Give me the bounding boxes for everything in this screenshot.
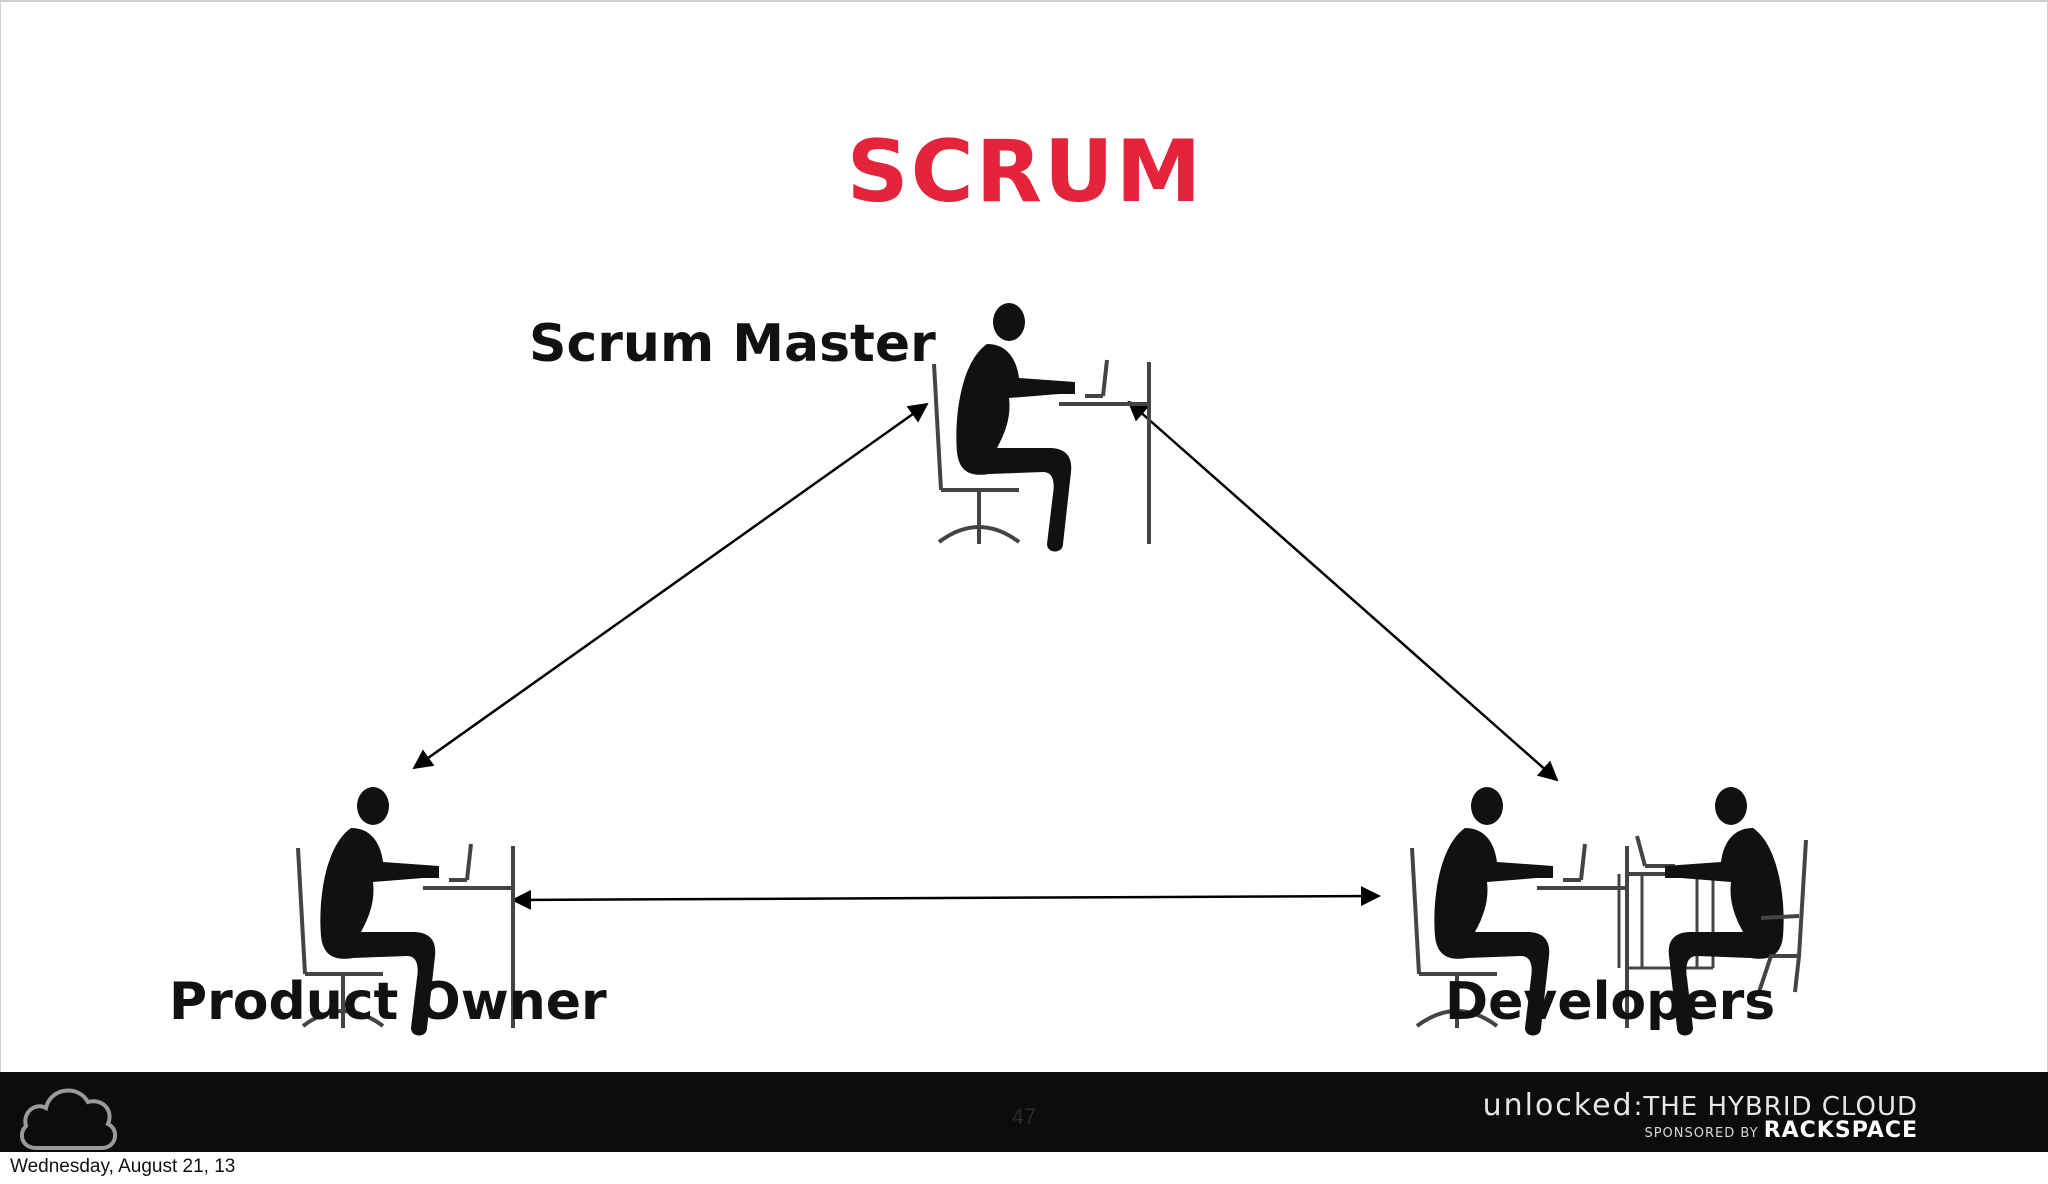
person-at-desk-icon xyxy=(932,301,1151,554)
sponsor-name: RACKSPACE xyxy=(1763,1118,1918,1143)
brand-logo: unlocked xyxy=(1482,1088,1634,1123)
slide: SCRUM xyxy=(0,0,2048,1072)
page-number: 47 xyxy=(1011,1104,1037,1129)
arrow-master-owner xyxy=(412,402,929,770)
scrum-roles-diagram xyxy=(296,301,1808,1038)
brand-title: unlocked:THE HYBRID CLOUD xyxy=(1483,1088,1918,1123)
slide-title: SCRUM xyxy=(846,122,1204,222)
slide-footer xyxy=(0,1072,2048,1152)
sponsored-by-label: SPONSORED BY xyxy=(1644,1126,1759,1141)
person-at-desk-icon xyxy=(1665,787,1808,1036)
brand-tagline: :THE HYBRID CLOUD xyxy=(1633,1092,1918,1122)
date-stamp: Wednesday, August 21, 13 xyxy=(10,1156,236,1177)
role-label-developers: Developers xyxy=(1445,972,1776,1032)
cloud-icon xyxy=(19,1088,118,1150)
arrow-owner-developers xyxy=(511,886,1381,910)
role-label-product-owner: Product Owner xyxy=(169,972,607,1032)
arrow-master-developers xyxy=(1127,400,1559,782)
sponsor-line: SPONSORED BY RACKSPACE xyxy=(1644,1118,1918,1143)
role-label-scrum-master: Scrum Master xyxy=(529,314,936,374)
